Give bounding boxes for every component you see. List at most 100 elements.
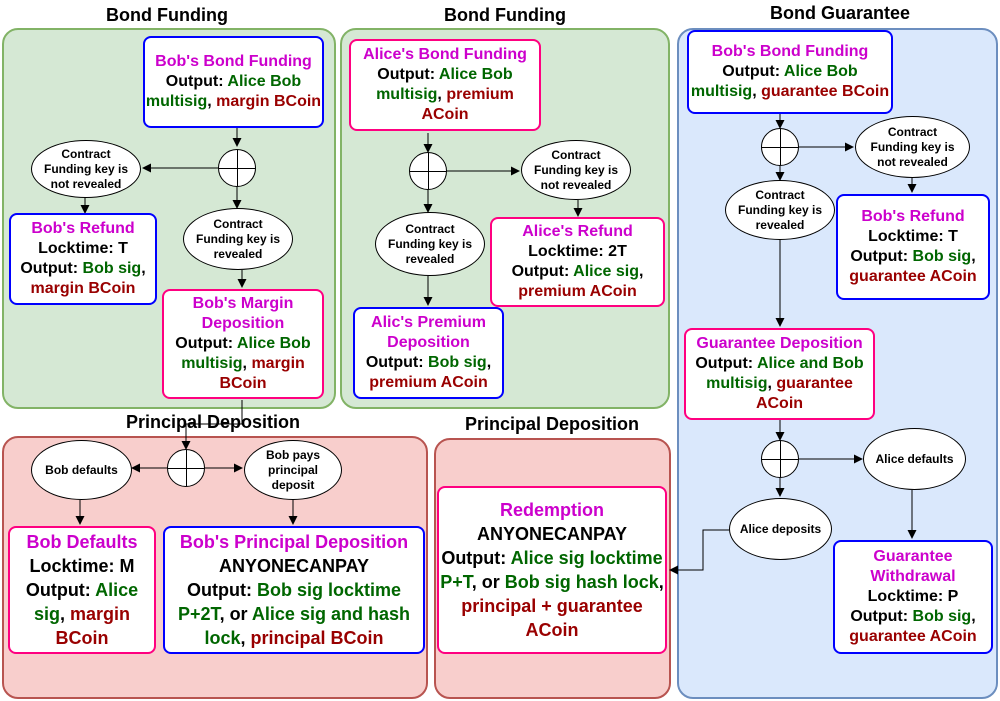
output-value: Alice sig [33,580,139,624]
output-value: premium ACoin [369,374,488,391]
condition-key-revealed: Contract Funding key is revealed [725,180,835,240]
locktime-label: Locktime: [29,556,115,576]
locktime-value: T [118,240,128,257]
condition-key-not-revealed: Contract Funding key is not revealed [855,116,970,178]
xor-junction [167,449,205,487]
redemption-box: Redemption ANYONECANPAY Output: Alice si… [437,486,667,654]
output-value: Alice Bob multisig [145,73,302,110]
locktime-label: Locktime: [528,243,604,260]
locktime-value: 2T [608,243,627,260]
separator: , [437,86,442,103]
separator: , or [219,604,248,624]
locktime-value: T [948,228,958,245]
output-value: principal + guarantee ACoin [461,596,643,640]
box-title: Bob's Refund [861,208,965,225]
condition-bob-defaults: Bob defaults [31,440,132,500]
bob-refund-box: Bob's Refund Locktime: T Output: Bob sig… [9,213,157,305]
output-value: guarantee ACoin [755,375,853,412]
output-value: guarantee ACoin [849,268,977,285]
output-value: Alice Bob multisig [376,66,513,103]
locktime-label: Locktime: [867,588,944,605]
box-title: Bob's Principal Deposition [179,532,409,552]
output-label: Output: [186,580,252,600]
output-label: Output: [722,63,781,80]
box-title: Bob's Bond Funding [155,53,312,70]
output-label: Output: [25,580,91,600]
output-value: premium ACoin [518,283,637,300]
box-title: Alic's Premium Deposition [371,314,486,351]
output-value: Alice and Bob multisig [706,355,864,392]
output-value: Alice sig and hash lock [204,604,410,648]
box-title: Bob's Margin Deposition [192,295,294,332]
separator: , [240,628,246,648]
xor-junction [761,128,799,166]
separator: , [59,604,65,624]
locktime-label: Locktime: [868,228,944,245]
output-label: Output: [850,608,909,625]
box-title: Guarantee Deposition [696,335,863,352]
bob-guarantee-funding-box: Bob's Bond Funding Output: Alice Bob mul… [687,30,893,114]
separator: , [767,375,772,392]
bob-principal-deposition-box: Bob's Principal Deposition ANYONECANPAY … [163,526,425,654]
xor-junction [761,440,799,478]
guarantee-deposition-box: Guarantee Deposition Output: Alice and B… [684,328,875,420]
guarantee-bob-refund-box: Bob's Refund Locktime: T Output: Bob sig… [836,194,990,300]
separator: , [971,608,976,625]
box-title: Guarantee Withdrawal [870,548,956,585]
box-title: Alice's Refund [522,223,633,240]
output-value: guarantee ACoin [849,628,977,645]
output-value: Bob sig [428,354,487,371]
output-label: Output: [165,73,224,90]
output-value: Bob sig [912,248,972,265]
output-value: Alice Bob multisig [690,63,858,100]
output-label: Output: [20,260,79,277]
separator: , or [471,572,500,592]
output-label: Output: [695,355,754,372]
region-title: Bond Funding [444,5,566,25]
condition-alice-defaults: Alice defaults [863,428,966,490]
output-value: Bob sig [82,260,142,277]
bob-bond-funding-box: Bob's Bond Funding Output: Alice Bob mul… [143,36,324,128]
output-label: Output: [511,263,570,280]
locktime-value: M [119,556,135,576]
region-title: Principal Deposition [464,414,640,434]
output-value: Alice sig [573,263,639,280]
box-title: Bob's Bond Funding [711,43,869,60]
output-value: guarantee BCoin [761,83,890,100]
box-title: Bob Defaults [26,532,138,552]
condition-bob-pays-principal: Bob pays principal deposit [244,440,342,500]
locktime-label: Locktime: [38,240,114,257]
locktime-value: P [947,588,959,605]
output-label: Output: [850,248,909,265]
alice-refund-box: Alice's Refund Locktime: 2T Output: Alic… [490,217,665,307]
separator: , [752,83,757,100]
condition-key-not-revealed: Contract Funding key is not revealed [31,140,141,198]
bob-margin-deposition-box: Bob's Margin Deposition Output: Alice Bo… [162,289,324,399]
output-value: principal BCoin [250,628,384,648]
output-value: premium ACoin [421,86,514,123]
separator: , [658,572,664,592]
separator: , [638,263,644,280]
output-value: Bob sig locktime P+2T [178,580,401,624]
separator: , [486,354,492,371]
separator: , [141,260,146,277]
output-value: margin BCoin [219,355,305,392]
box-title: Alice's Bond Funding [363,46,527,63]
output-value: Alice Bob multisig [181,335,311,372]
guarantee-withdrawal-box: Guarantee Withdrawal Locktime: P Output:… [833,540,993,654]
alice-premium-deposition-box: Alic's Premium Deposition Output: Bob si… [353,307,504,399]
condition-key-revealed: Contract Funding key is revealed [375,212,485,276]
xor-junction [409,152,447,190]
sighash-flag: ANYONECANPAY [476,524,628,544]
separator: , [242,355,247,372]
sighash-flag: ANYONECANPAY [218,556,370,576]
output-value: margin BCoin [55,604,131,648]
output-value: Alice sig locktime P+T [440,548,663,592]
region-title: Bond Funding [106,5,228,25]
output-value: margin BCoin [30,280,136,297]
output-value: Bob sig [912,608,972,625]
condition-key-revealed: Contract Funding key is revealed [183,208,293,270]
output-label: Output: [441,548,507,568]
output-label: Output: [365,354,424,371]
box-title: Redemption [499,500,604,520]
